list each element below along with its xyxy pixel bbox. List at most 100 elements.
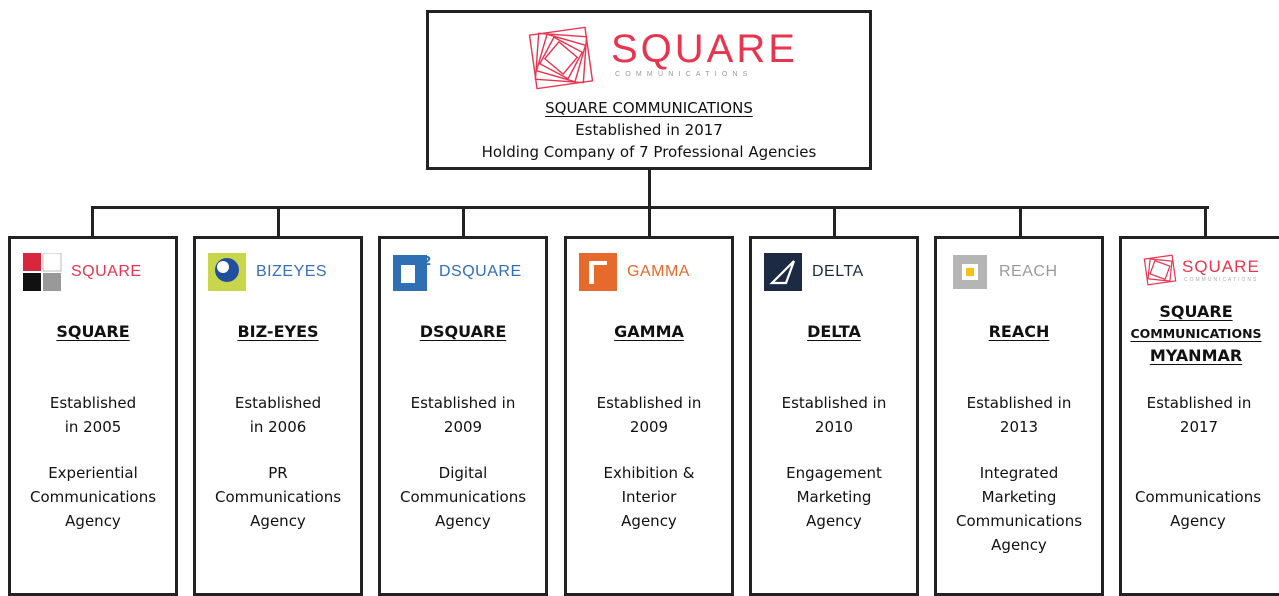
agency-name: GAMMA [614,322,684,341]
description-line: Engagement [786,464,882,482]
description-line: Integrated [979,464,1059,482]
logo-wordmark: DSQUARE [439,263,522,280]
logo-wordmark: GAMMA [627,263,690,280]
agency-node-square: SQUARE SQUARE Established in 2005 Experi… [8,236,178,596]
agency-node-dsquare: 2 DSQUARE DSQUARE Established in 2009 Di… [378,236,548,596]
description-line [1126,461,1270,485]
agency-node-reach: REACH REACH Established in 2013 Integrat… [934,236,1104,596]
logo-subtitle: COMMUNICATIONS [1184,277,1259,283]
agency-established: Established in 2009 [573,391,725,439]
description-line: Communications [955,512,1083,530]
agency-name: SQUARE [56,322,130,341]
square-myanmar-logo: SQUARE COMMUNICATIONS [1138,253,1279,293]
description-line: Marketing [796,488,872,506]
agency-name: REACH [988,322,1050,341]
gamma-icon [579,253,617,291]
d-square-icon: 2 [393,254,431,291]
reach-logo: REACH [947,253,1097,293]
description-line: Agency [435,512,491,530]
description-line: Digital [438,464,488,482]
description-line: Interior [621,488,677,506]
agency-node-gamma: GAMMA GAMMA Established in 2009 Exhibiti… [564,236,734,596]
agency-established: Established in 2013 [943,391,1095,439]
established-line: Established in [410,394,516,412]
established-line: 2009 [443,418,483,436]
description-line: Agency [991,536,1047,554]
gamma-logo: GAMMA [577,253,727,293]
agency-name-line: COMMUNICATIONS [1130,326,1262,341]
eye-icon [208,253,246,291]
connector-drop [277,206,280,238]
agency-description: PR Communications Agency [200,461,356,533]
svg-text:2: 2 [423,254,431,268]
logo-wordmark: SQUARE [1182,257,1260,276]
agency-description: Engagement Marketing Agency [756,461,912,533]
agency-established: Established in 2009 [387,391,539,439]
delta-logo: DELTA [762,253,912,293]
logo-wordmark: SQUARE [71,263,142,280]
square-communications-logo: SQUARE COMMUNICATIONS [523,25,795,91]
root-logo-subtitle: COMMUNICATIONS [615,71,753,78]
reach-square-icon [953,255,987,289]
agency-node-square-myanmar: SQUARE COMMUNICATIONS SQUARE COMMUNICATI… [1119,236,1279,596]
logo-wordmark: DELTA [812,263,864,280]
description-line: Agency [250,512,306,530]
delta-triangle-icon [764,253,802,291]
established-line: in 2005 [64,418,122,436]
root-established: Established in 2017 [575,121,723,139]
agency-description: Digital Communications Agency [385,461,541,533]
agency-description: Communications Agency [1126,461,1270,533]
description-line: Communications [29,488,157,506]
agency-node-biz-eyes: BIZEYES BIZ-EYES Established in 2006 PR … [193,236,363,596]
agency-description: Experiential Communications Agency [15,461,171,533]
established-line: 2017 [1179,418,1219,436]
agency-name: SQUARE COMMUNICATIONS MYANMAR [1122,301,1270,367]
root-logo-wordmark: SQUARE [611,27,798,71]
spiral-square-icon [528,26,594,90]
description-line: Agency [806,512,862,530]
established-line: Established in [1146,394,1252,412]
description-line: Communications [1134,488,1262,506]
connector-drop [1204,206,1207,238]
established-line: Established [234,394,322,412]
agency-established: Established in 2010 [758,391,910,439]
agency-name: DSQUARE [419,322,507,341]
connector-trunk [648,170,651,208]
bizeyes-logo: BIZEYES [206,253,356,293]
description-line: Agency [621,512,677,530]
agency-name: DELTA [807,322,861,341]
established-line: in 2006 [249,418,307,436]
agency-established: Established in 2006 [202,391,354,439]
connector-drop [462,206,465,238]
established-line: Established in [781,394,887,412]
established-line: Established in [596,394,702,412]
description-line: Communications [214,488,342,506]
description-line: Agency [65,512,121,530]
root-description: Holding Company of 7 Professional Agenci… [481,143,817,161]
description-line: Marketing [981,488,1057,506]
agency-established: Established in 2005 [17,391,169,439]
connector-drop [91,206,94,238]
logo-wordmark: REACH [999,263,1058,280]
logo-wordmark: BIZEYES [256,263,328,280]
dsquare-logo: 2 DSQUARE [391,253,541,293]
root-node: SQUARE COMMUNICATIONS SQUARE COMMUNICATI… [426,10,872,170]
description-line: Communications [399,488,527,506]
agency-description: Exhibition & Interior Agency [571,461,727,533]
connector-drop [833,206,836,238]
square-blocks-icon [23,253,62,291]
description-line: PR [268,464,288,482]
established-line: 2009 [629,418,669,436]
description-line: Experiential [48,464,138,482]
agency-description: Integrated Marketing Communications Agen… [941,461,1097,557]
agency-name-line: SQUARE [1159,302,1233,321]
connector-drop [648,206,651,238]
root-name: SQUARE COMMUNICATIONS [545,99,753,117]
description-line: Exhibition & [603,464,695,482]
agency-node-delta: DELTA DELTA Established in 2010 Engageme… [749,236,919,596]
agency-established: Established in 2017 [1128,391,1270,439]
connector-drop [1019,206,1022,238]
spiral-square-icon [1143,254,1177,286]
agency-name: BIZ-EYES [237,322,319,341]
established-line: 2013 [999,418,1039,436]
